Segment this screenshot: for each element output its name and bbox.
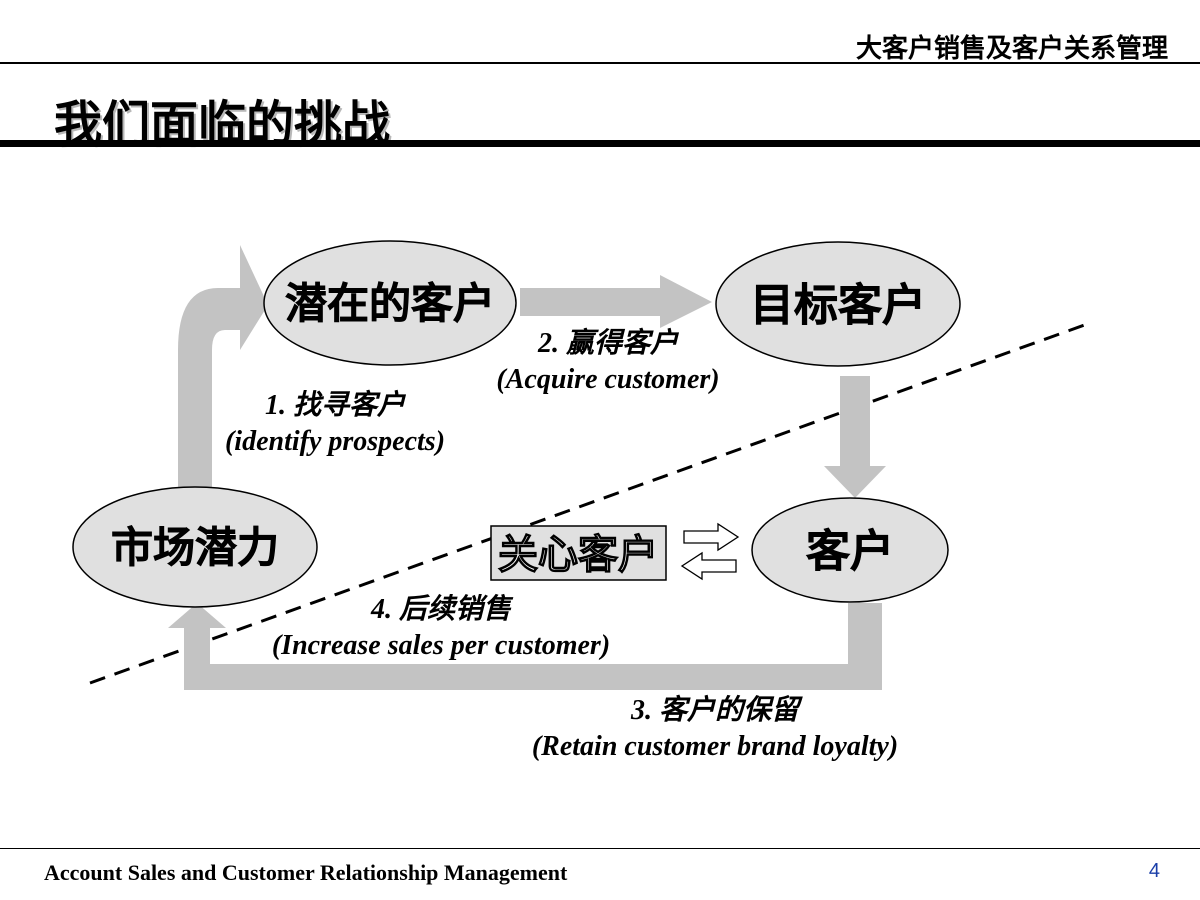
arrow-identify — [178, 245, 268, 492]
step-2-caption: 2. 赢得客户 (Acquire customer) — [468, 326, 748, 399]
title-rule — [0, 140, 1200, 147]
node-market-potential-label: 市场潜力 — [111, 523, 279, 572]
node-customer — [751, 497, 949, 603]
dashed-divider — [89, 321, 1091, 685]
exchange-right-arrow — [683, 522, 740, 552]
step-3-en: (Retain customer brand loyalty) — [531, 731, 899, 763]
care-customer-label: 关心客户 — [498, 532, 658, 578]
arrow-acquire — [520, 275, 712, 328]
node-target-customer-label: 目标客户 — [750, 280, 926, 331]
step-1-en: (identify prospects) — [224, 426, 446, 458]
step-4-en: (Increase sales per customer) — [271, 630, 611, 662]
header-divider — [0, 62, 1200, 64]
node-customer-label: 客户 — [806, 526, 894, 577]
step-1-caption: 1. 找寻客户 (identify prospects) — [190, 388, 480, 461]
page-number: 4 — [1148, 860, 1160, 882]
step-2-cn: 2. 赢得客户 — [537, 328, 678, 359]
exchange-left-arrow — [680, 551, 737, 581]
node-potential-customer-label: 潜在的客户 — [285, 279, 495, 328]
footer-divider — [0, 848, 1200, 849]
node-potential-customer — [263, 240, 517, 366]
arrow-convert — [824, 376, 886, 498]
footer-course-name: Account Sales and Customer Relationship … — [44, 860, 568, 885]
course-title: 大客户销售及客户关系管理 — [855, 34, 1168, 64]
step-4-caption: 4. 后续销售 (Increase sales per customer) — [236, 592, 646, 665]
step-2-en: (Acquire customer) — [496, 364, 720, 396]
step-3-caption: 3. 客户的保留 (Retain customer brand loyalty) — [490, 693, 940, 766]
node-target-customer — [715, 241, 961, 367]
node-market-potential — [72, 486, 318, 608]
arrow-retain-loop — [168, 603, 882, 690]
step-1-cn: 1. 找寻客户 — [264, 390, 405, 421]
step-4-cn: 4. 后续销售 — [370, 594, 511, 625]
step-3-cn: 3. 客户的保留 — [630, 695, 799, 726]
care-customer-box — [490, 525, 667, 581]
